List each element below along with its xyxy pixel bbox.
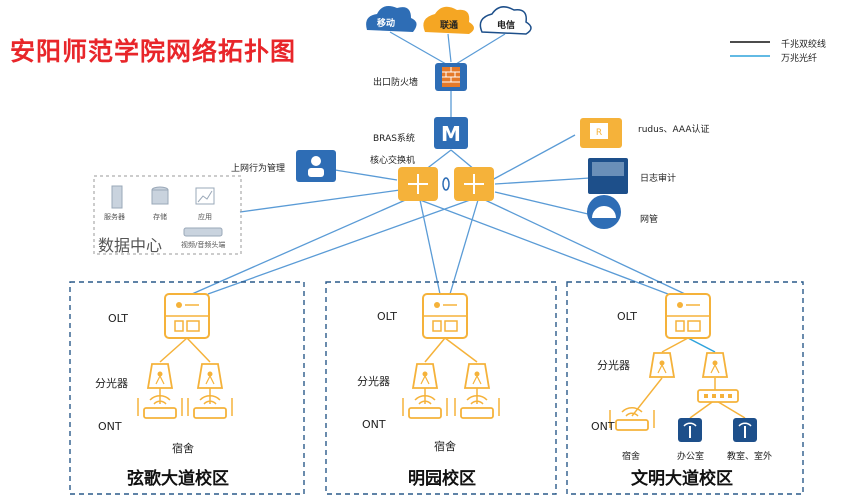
- campus3-office-label: 办公室: [677, 452, 705, 462]
- datacenter-item-storage: 存储: [153, 213, 167, 221]
- campus1-name: 弦歌大道校区: [127, 469, 229, 489]
- aaa-auth-label: rudus、AAA认证: [638, 125, 710, 135]
- campus2-dorm-label: 宿舍: [434, 440, 456, 453]
- splitter-icon: [411, 363, 439, 389]
- svg-text:R: R: [596, 128, 602, 138]
- splitter-icon: [648, 352, 676, 378]
- core-switch-icon: [454, 167, 494, 201]
- access-link: [687, 337, 716, 353]
- campus2-ont-label: ONT: [362, 418, 386, 431]
- datacenter-box: [93, 175, 242, 255]
- legend-gigabit-label: 千兆双绞线: [781, 40, 827, 50]
- behavior-management-label: 上网行为管理: [231, 164, 286, 174]
- access-link: [186, 337, 211, 363]
- aaa-auth-icon: R: [580, 118, 622, 148]
- storage-icon: [151, 186, 169, 205]
- access-link: [159, 337, 188, 363]
- campus2-olt-label: OLT: [377, 310, 397, 323]
- campus3-name: 文明大道校区: [631, 469, 733, 489]
- campus1-splitter-label: 分光器: [95, 377, 128, 390]
- access-link: [444, 337, 478, 363]
- campus1-dorm-label: 宿舍: [172, 442, 194, 455]
- campus-boxes: [69, 281, 804, 495]
- splitter-icon: [146, 363, 174, 389]
- access-link: [661, 337, 689, 353]
- cloud-mobile-label: 移动: [377, 19, 396, 29]
- access-switch-icon: [697, 389, 739, 403]
- stack-link-icon: [442, 177, 450, 191]
- datacenter-item-server: 服务器: [104, 213, 125, 221]
- cloud-unicom-label: 联通: [440, 21, 459, 31]
- olt-icon: [164, 293, 210, 339]
- firewall-icon: [435, 63, 467, 91]
- access-link: [714, 399, 746, 419]
- access-link: [424, 337, 446, 363]
- server-icon: [111, 185, 123, 209]
- ont-icon: [609, 407, 655, 431]
- video-headend-icon: [183, 227, 223, 237]
- cloud-mobile: [366, 6, 417, 32]
- campus2-name: 明园校区: [408, 469, 476, 489]
- access-link: [689, 399, 716, 419]
- legend-tengig-label: 万兆光纤: [781, 54, 818, 64]
- campus2-splitter-label: 分光器: [357, 375, 390, 388]
- core-switch-label: 核心交换机: [370, 156, 416, 166]
- datacenter-title: 数据中心: [98, 236, 163, 255]
- access-point-icon: [733, 418, 757, 442]
- ont-icon: [187, 395, 233, 419]
- bras-label: BRAS系统: [373, 134, 415, 144]
- core-switch-icon: [398, 167, 438, 201]
- cloud-unicom: [423, 6, 474, 35]
- olt-icon: [665, 293, 711, 339]
- access-link: [631, 377, 663, 417]
- splitter-icon: [701, 352, 729, 378]
- campus3-splitter-label: 分光器: [597, 359, 630, 372]
- splitter-icon: [463, 363, 491, 389]
- svg-text:M: M: [441, 122, 461, 146]
- datacenter-item-application: 应用: [198, 213, 212, 221]
- campus1-olt-label: OLT: [108, 312, 128, 325]
- page-title: 安阳师范学院网络拓扑图: [10, 37, 297, 66]
- log-audit-icon: [588, 158, 628, 194]
- network-management-icon: [587, 195, 621, 229]
- splitter-icon: [196, 363, 224, 389]
- network-links: [191, 90, 686, 295]
- campus3-classroom-label: 教室、室外: [727, 452, 773, 462]
- campus3-dorm-label: 宿舍: [622, 452, 641, 462]
- olt-icon: [422, 293, 468, 339]
- ont-icon: [137, 395, 183, 419]
- campus1-ont-label: ONT: [98, 420, 122, 433]
- bras-icon: M: [434, 117, 468, 149]
- cloud-telecom: [479, 6, 532, 35]
- firewall-label: 出口防火墙: [373, 78, 419, 88]
- campus3-olt-label: OLT: [617, 310, 637, 323]
- access-point-icon: [678, 418, 702, 442]
- ont-icon: [454, 395, 500, 419]
- cloud-telecom-label: 电信: [497, 21, 516, 31]
- behavior-management-icon: [296, 150, 336, 182]
- application-icon: [195, 187, 215, 205]
- network-management-label: 网管: [640, 215, 659, 225]
- ont-icon: [402, 395, 448, 419]
- log-audit-label: 日志审计: [640, 174, 677, 184]
- campus3-ont-label: ONT: [591, 420, 615, 433]
- datacenter-item-video: 视频/音频头端: [181, 241, 226, 249]
